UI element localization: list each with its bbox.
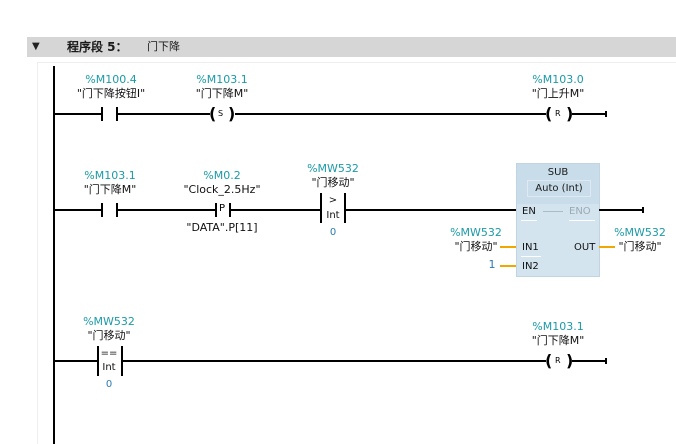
rung-end-marker [605, 358, 607, 364]
compare-operand2: 0 [105, 379, 113, 390]
edge-memory-bit: "DATA".P[11] [186, 221, 258, 234]
pin-out: OUT [574, 242, 596, 253]
operand-symbol: "门上升M" [531, 87, 585, 100]
compare-bar-right [344, 193, 346, 223]
sub-header: SUB Auto (Int) [517, 164, 599, 204]
out-wire [599, 246, 615, 248]
contact-bar-right [116, 203, 118, 217]
compare-operand2: 0 [329, 227, 337, 238]
compare-operator: > [328, 195, 338, 206]
coil-paren-right: ) [566, 104, 574, 123]
pin-underline [521, 256, 541, 257]
network-body-border [37, 62, 676, 63]
coil-paren-left: ( [545, 351, 553, 370]
wire [55, 360, 97, 362]
sub-out-address: %MW532 [614, 226, 666, 239]
pin-underline [521, 220, 537, 221]
wire [572, 113, 606, 115]
operand-symbol: "Clock_2.5Hz" [183, 183, 261, 196]
wire [55, 113, 101, 115]
network-body-border-left [37, 62, 38, 444]
coil-paren-right: ) [566, 351, 574, 370]
compare-datatype: Int [326, 210, 340, 221]
wire [572, 360, 606, 362]
operand-address: %M103.0 [532, 73, 584, 86]
operand-symbol: "门下降按钮I" [76, 87, 146, 100]
contact-bar-right [116, 107, 118, 121]
coil-letter: R [555, 356, 561, 365]
contact-bar-right [229, 203, 231, 217]
wire [235, 113, 546, 115]
coil-paren-right: ) [228, 104, 236, 123]
operand-address: %M103.1 [532, 320, 584, 333]
in2-wire [500, 265, 516, 267]
operand-symbol: "门移动" [87, 329, 131, 342]
operand-symbol: "门下降M" [83, 183, 137, 196]
compare-operator: == [100, 348, 118, 359]
pin-eno: ENO [569, 206, 591, 217]
pin-en: EN [522, 206, 536, 217]
eno-wire [599, 209, 643, 211]
sub-in1-symbol[interactable]: "门移动" [454, 240, 498, 253]
wire [346, 209, 516, 211]
pin-in2: IN2 [522, 261, 539, 272]
operand-symbol: "门下降M" [195, 87, 249, 100]
operand-symbol: "门移动" [311, 176, 355, 189]
coil-letter: R [555, 109, 561, 118]
pin-underline [569, 220, 595, 221]
network-number: 程序段 5： [67, 40, 128, 54]
rung-end-marker [642, 207, 644, 213]
wire [123, 360, 546, 362]
pin-in1: IN1 [522, 242, 539, 253]
rung-end-marker [605, 111, 607, 117]
compare-bar-left [97, 346, 99, 376]
sub-title: SUB [547, 167, 569, 178]
sub-out-symbol[interactable]: "门移动" [618, 240, 662, 253]
network-header: ▼ 程序段 5： 门下降 [27, 37, 676, 57]
contact-bar-left [101, 107, 103, 121]
sub-in1-address: %MW532 [450, 226, 502, 239]
wire [55, 209, 101, 211]
network-title[interactable]: 门下降 [147, 40, 180, 53]
operand-symbol: "门下降M" [531, 334, 585, 347]
operand-address: %M103.1 [196, 73, 248, 86]
wire [231, 209, 320, 211]
sub-in2-value[interactable]: 1 [488, 258, 496, 271]
coil-letter: S [218, 109, 224, 118]
wire [118, 209, 216, 211]
operand-address: %MW532 [83, 315, 135, 328]
sub-instruction-box[interactable]: SUB Auto (Int) EN ENO IN1 OUT IN2 [516, 163, 600, 277]
collapse-triangle-icon[interactable]: ▼ [32, 41, 40, 52]
in1-wire [500, 246, 516, 248]
compare-bar-right [121, 346, 123, 376]
edge-letter: P [219, 203, 226, 214]
operand-address: %M103.1 [84, 169, 136, 182]
compare-datatype: Int [102, 362, 116, 373]
operand-address: %MW532 [307, 162, 359, 175]
wire [118, 113, 210, 115]
compare-bar-left [320, 193, 322, 223]
operand-address: %M0.2 [203, 169, 241, 182]
power-rail [53, 66, 55, 444]
en-eno-link [543, 211, 563, 212]
contact-bar-left [101, 203, 103, 217]
coil-paren-left: ( [545, 104, 553, 123]
contact-bar-left [215, 203, 217, 217]
coil-paren-left: ( [209, 104, 217, 123]
operand-address: %M100.4 [85, 73, 137, 86]
sub-datatype-selector[interactable]: Auto (Int) [527, 180, 591, 197]
